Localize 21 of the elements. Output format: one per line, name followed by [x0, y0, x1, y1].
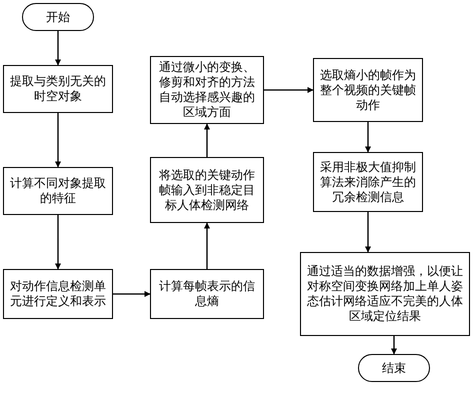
process-box: 采用非极大值抑制算法来消除产生的冗余检测信息 — [313, 152, 423, 212]
arrow — [365, 212, 371, 252]
arrow — [204, 124, 210, 157]
arrow — [55, 215, 61, 270]
arrow — [113, 291, 150, 297]
terminal-node: 开始 — [22, 3, 94, 31]
arrow — [55, 113, 61, 168]
process-box: 通过微小的变换、修剪和对齐的方法自动选择感兴趣的区域方面 — [150, 56, 264, 124]
arrow — [391, 336, 397, 354]
process-box: 计算每帧表示的信息熵 — [150, 269, 264, 319]
arrow — [264, 87, 314, 93]
terminal-node: 结束 — [358, 354, 430, 382]
process-box: 提取与类别无关的时空对象 — [3, 65, 113, 113]
arrow — [365, 122, 371, 152]
process-box: 对动作信息检测单元进行定义和表示 — [3, 269, 113, 319]
arrow — [204, 222, 210, 269]
process-box: 计算不同对象提取的特征 — [3, 167, 113, 215]
process-box: 将选取的关键动作帧输入到非稳定目标人体检测网络 — [150, 157, 264, 223]
arrow — [55, 31, 61, 66]
process-box: 选取熵小的帧作为整个视频的关键帧动作 — [313, 58, 423, 122]
process-box: 通过适当的数据增强，以便让对称空间变换网络加上单人姿态估计网络适应不完美的人体区域定位结果 — [300, 252, 470, 336]
